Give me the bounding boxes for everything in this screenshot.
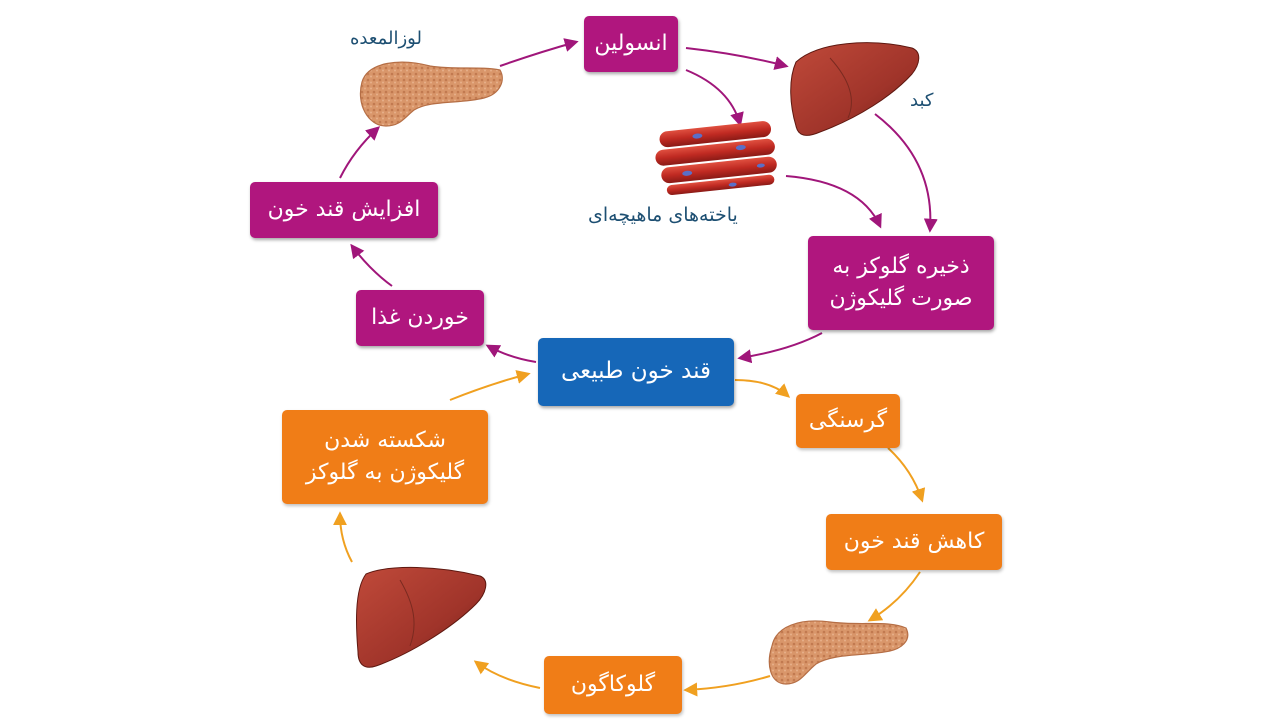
arrow-insulin-to-muscle: [685, 69, 744, 127]
node-insulin: انسولین: [584, 16, 678, 72]
node-eating-food: خوردن غذا: [356, 290, 484, 346]
muscle-cells-illustration: [655, 121, 777, 195]
label-muscle-cells: یاخته‌های ماهیچه‌ای: [588, 204, 738, 226]
arrow-muscle-to-storage: [785, 175, 882, 229]
label-pancreas: لوزالمعده: [350, 28, 422, 49]
liver-top-illustration: [790, 42, 920, 136]
node-hunger: گرسنگی: [796, 394, 900, 448]
arrow-decrease-to-pancreas: [867, 571, 921, 622]
arrow-eating-to-increase: [350, 243, 393, 287]
node-break-glycogen: شکسته شدن گلیکوژن به گلوکز: [282, 410, 488, 504]
node-glucagon: گلوکاگون: [544, 656, 682, 714]
arrow-liver-to-breakdown: [333, 511, 353, 563]
arrow-normal-to-hunger: [734, 379, 791, 398]
arrow-insulin-to-liver: [685, 47, 789, 70]
arrow-storage-to-normal: [737, 332, 823, 364]
pancreas-top-illustration: [359, 61, 503, 127]
label-liver: کبد: [910, 90, 934, 111]
pancreas-bottom-illustration: [768, 620, 909, 685]
liver-bottom-illustration: [355, 566, 487, 668]
arrow-liver-to-storage: [874, 113, 938, 233]
node-store-glucose: ذخیره گلوکز به صورت گلیکوژن: [808, 236, 994, 330]
arrow-normal-to-eating: [485, 344, 537, 363]
arrow-breakdown-to-normal: [449, 370, 531, 401]
arrow-glucagon-to-liver: [473, 660, 541, 689]
arrow-hunger-to-decrease: [887, 447, 926, 503]
node-normal-blood-sugar: قند خون طبیعی: [538, 338, 734, 406]
arrow-increase-to-pancreas: [339, 126, 381, 179]
node-decrease-blood-sugar: کاهش قند خون: [826, 514, 1002, 570]
arrow-pancreas-to-insulin: [499, 38, 579, 67]
node-increase-blood-sugar: افزایش قند خون: [250, 182, 438, 238]
arrow-pancreas-to-glucagon: [683, 675, 771, 697]
